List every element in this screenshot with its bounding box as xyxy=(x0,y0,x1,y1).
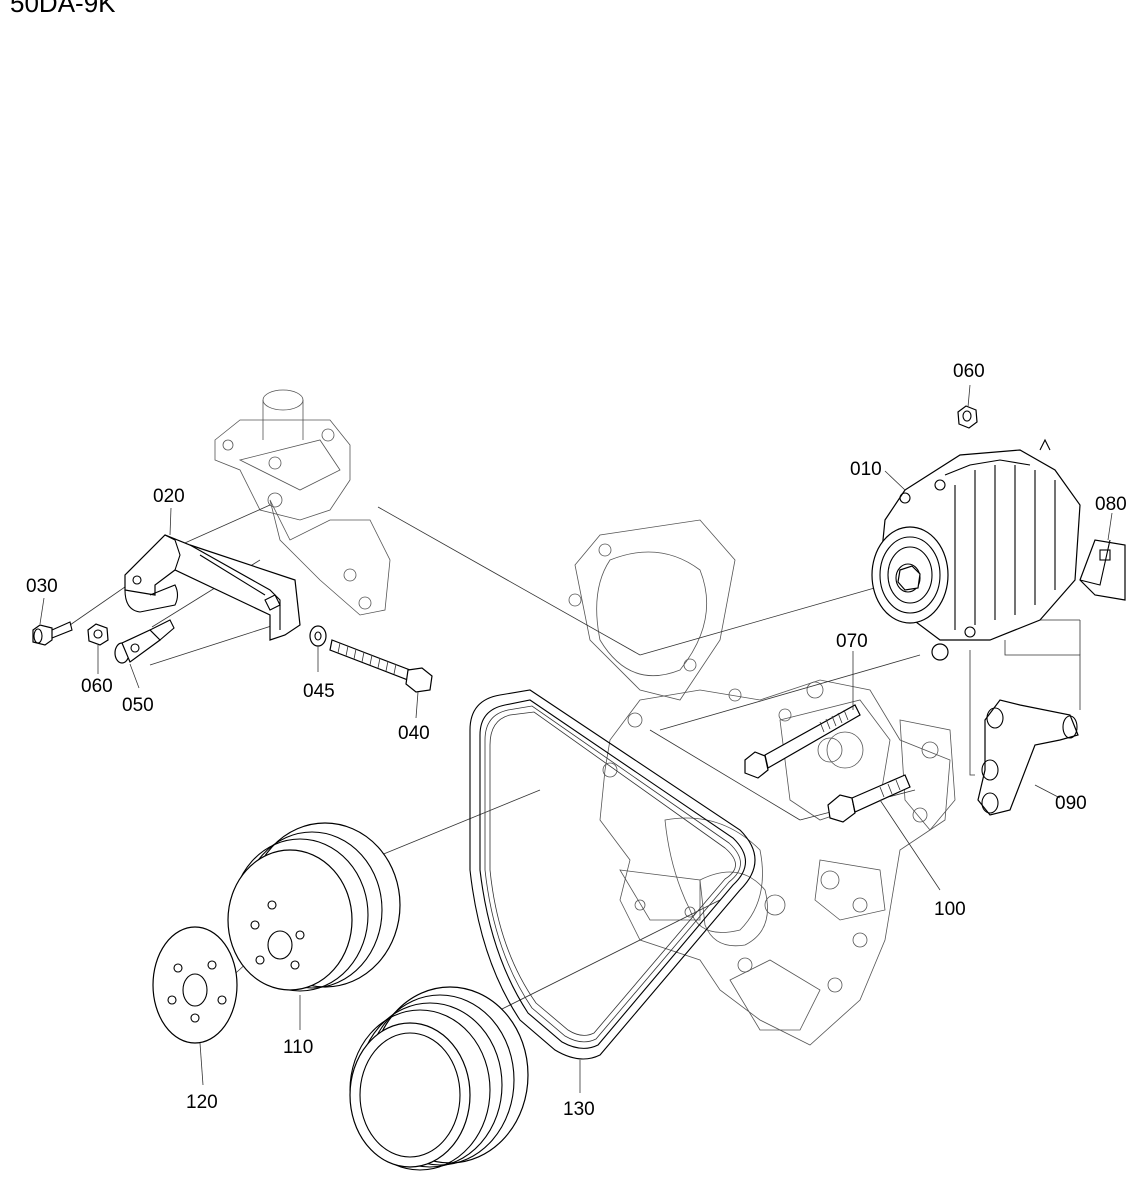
water-pump-ghost xyxy=(214,389,391,616)
part-label-070: 070 xyxy=(836,631,868,652)
part-label-020: 020 xyxy=(153,486,185,507)
plate-080[interactable] xyxy=(1079,539,1126,601)
stud-bolt-050[interactable] xyxy=(114,619,175,664)
part-label-010: 010 xyxy=(850,459,882,480)
bracket-020[interactable] xyxy=(124,534,301,641)
part-label-080: 080 xyxy=(1095,494,1127,515)
part-labels: 060 010 080 020 030 060 050 045 040 070 … xyxy=(26,361,1127,1120)
bolt-100[interactable] xyxy=(827,774,911,823)
part-label-130: 130 xyxy=(563,1099,595,1120)
part-label-060-left: 060 xyxy=(81,676,113,697)
crank-pulley[interactable] xyxy=(349,986,529,1171)
stay-090[interactable] xyxy=(977,699,1079,816)
part-label-110: 110 xyxy=(283,1037,313,1058)
part-label-060-top: 060 xyxy=(953,361,985,382)
v-belt-130[interactable] xyxy=(469,689,756,1060)
part-label-050: 050 xyxy=(122,695,154,716)
pulley-110[interactable] xyxy=(227,822,401,992)
washer-045[interactable] xyxy=(309,625,327,647)
part-label-090: 090 xyxy=(1055,793,1087,814)
part-label-030: 030 xyxy=(26,576,58,597)
bolt-030[interactable] xyxy=(32,621,73,646)
part-label-045: 045 xyxy=(303,681,335,702)
nut-060-top[interactable] xyxy=(957,405,978,429)
part-label-100: 100 xyxy=(934,899,966,920)
diagram-title: 50DA-9K xyxy=(10,0,116,18)
spacer-plate-120[interactable] xyxy=(152,926,238,1044)
long-bolt-040[interactable] xyxy=(329,639,433,693)
engine-block-ghost xyxy=(568,519,956,1046)
part-label-040: 040 xyxy=(398,723,430,744)
stud-070[interactable] xyxy=(744,704,861,779)
nut-060-left[interactable] xyxy=(87,623,109,646)
alternator-010[interactable] xyxy=(871,438,1081,661)
part-label-120: 120 xyxy=(186,1092,218,1113)
